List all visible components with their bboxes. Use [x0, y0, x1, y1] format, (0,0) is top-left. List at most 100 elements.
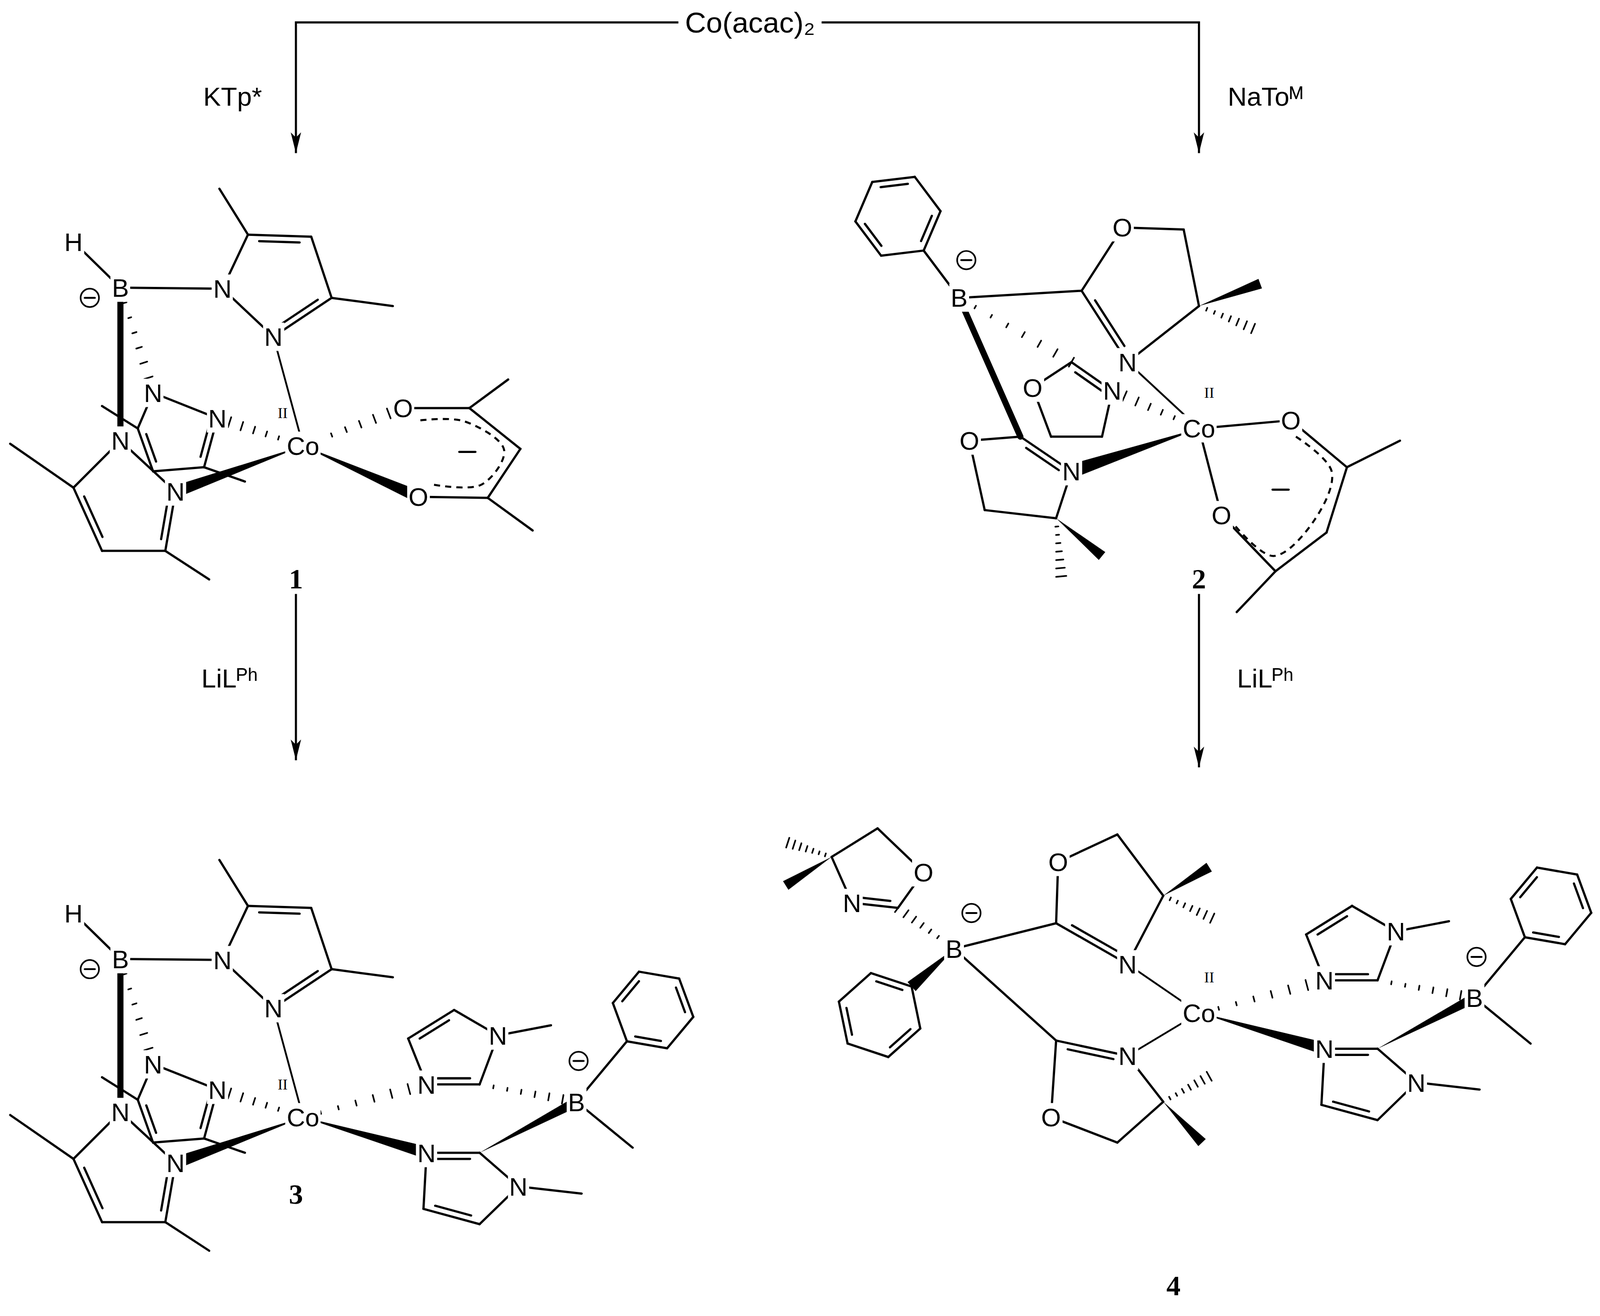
atom-label: N — [1385, 917, 1407, 946]
wedge-bond — [302, 1116, 428, 1159]
compound-number: 2 — [1191, 564, 1207, 595]
charge-circle — [957, 251, 976, 270]
bond-line — [880, 250, 924, 256]
label-anchor: II — [276, 405, 289, 422]
hashed-bond — [548, 1093, 550, 1101]
bond-line — [914, 176, 941, 212]
bond-line — [152, 1138, 204, 1143]
reagent-label: NaToᴹ — [1225, 81, 1305, 112]
label-anchor: Co — [285, 432, 321, 460]
hashed-bond — [1173, 416, 1175, 420]
hashed-bond — [1183, 903, 1186, 907]
hashed-bond — [1055, 567, 1065, 569]
bond-line — [1127, 306, 1199, 363]
bond-line — [838, 972, 872, 1002]
reaction-arrow — [295, 22, 679, 154]
hashed-bond — [252, 426, 256, 434]
bond-line — [248, 234, 312, 237]
hashed-bond — [1253, 996, 1255, 1002]
double-bond-line — [1333, 1053, 1368, 1056]
hashed-bond — [372, 414, 377, 423]
bond-line — [959, 297, 1021, 437]
atom-label: N — [109, 1097, 132, 1127]
charge-circle — [1467, 947, 1486, 967]
hashed-bond — [1228, 316, 1232, 322]
hashed-bond — [1169, 1096, 1171, 1100]
hashed-bond — [359, 420, 362, 428]
charge-sign — [1471, 955, 1483, 958]
hashed-bond — [1147, 403, 1151, 411]
hashed-bond — [1288, 985, 1291, 995]
bond-line — [165, 550, 210, 580]
label-anchor: N — [262, 323, 285, 351]
label-anchor: N — [415, 1071, 437, 1099]
atom-label: H — [62, 898, 84, 928]
atom-label: N — [1314, 966, 1336, 995]
hashed-bond — [786, 837, 790, 848]
label-anchor: NaToᴹ — [1225, 83, 1305, 111]
hashed-bond — [372, 1095, 375, 1102]
label-anchor: H — [62, 228, 84, 256]
label-anchor: N — [1385, 918, 1407, 946]
hashed-bond — [123, 302, 127, 304]
label-anchor: N — [1116, 950, 1139, 978]
atom-label: B — [566, 1087, 587, 1116]
hashed-bond — [1175, 1093, 1178, 1097]
atom-label: B — [110, 273, 131, 302]
atom-label: Co — [285, 431, 321, 461]
hashed-bond — [1053, 349, 1058, 357]
atom-label: N — [507, 1172, 529, 1201]
bond-line — [120, 287, 223, 289]
hashed-bond — [1459, 990, 1462, 1000]
label-anchor: B — [110, 946, 131, 973]
label-anchor: O — [1021, 374, 1045, 402]
bond-line — [1565, 913, 1592, 945]
oxidation-state: II — [1203, 384, 1215, 402]
charge-sign — [459, 451, 476, 453]
hashed-bond — [227, 1088, 232, 1099]
hashed-bond — [344, 427, 347, 432]
label-anchor: Co — [1181, 415, 1217, 443]
hashed-bond — [534, 1091, 536, 1098]
label-anchor: N — [1060, 458, 1082, 486]
bond-line — [273, 336, 304, 446]
atom-label: O — [1047, 847, 1070, 877]
charge-circle — [962, 904, 981, 923]
wedge-bond — [1069, 428, 1199, 478]
bond-line — [101, 405, 138, 429]
bond-line — [612, 971, 639, 1003]
hashed-bond — [407, 1083, 411, 1094]
atom-label: N — [487, 1021, 509, 1050]
bond-line — [1117, 834, 1164, 897]
hashed-bond — [1206, 307, 1207, 311]
label-anchor: N — [1405, 1069, 1427, 1097]
double-bond-line — [259, 912, 300, 914]
hashed-bond — [277, 436, 279, 440]
double-bond-line — [435, 1077, 470, 1080]
atom-label: N — [206, 403, 228, 433]
bond-line — [311, 907, 332, 970]
label-anchor: N — [109, 1098, 132, 1126]
bond-line — [204, 1138, 246, 1153]
wedge-bond — [783, 856, 832, 890]
hashed-bond — [390, 1089, 393, 1098]
atom-label: O — [1111, 213, 1134, 242]
bond-line — [1577, 874, 1592, 913]
label-anchor: O — [407, 483, 430, 511]
hashed-bond — [912, 916, 917, 923]
double-bond-line — [419, 1020, 449, 1039]
bond-line — [1510, 898, 1525, 938]
compound-number: 4 — [1166, 1271, 1181, 1301]
label-anchor: O — [957, 427, 981, 455]
label-anchor: N — [1116, 348, 1139, 376]
atom-label: N — [1405, 1068, 1427, 1097]
double-bond-line — [635, 1036, 662, 1041]
compound-box: 4 — [1091, 767, 1307, 1301]
hashed-bond — [1189, 905, 1193, 912]
double-bond-line — [435, 1205, 471, 1216]
hashed-bond — [937, 935, 939, 939]
bond-line — [1326, 467, 1347, 533]
hashed-bond — [1055, 534, 1059, 537]
hashed-bond — [1446, 988, 1448, 997]
hashed-bond — [1122, 391, 1127, 401]
